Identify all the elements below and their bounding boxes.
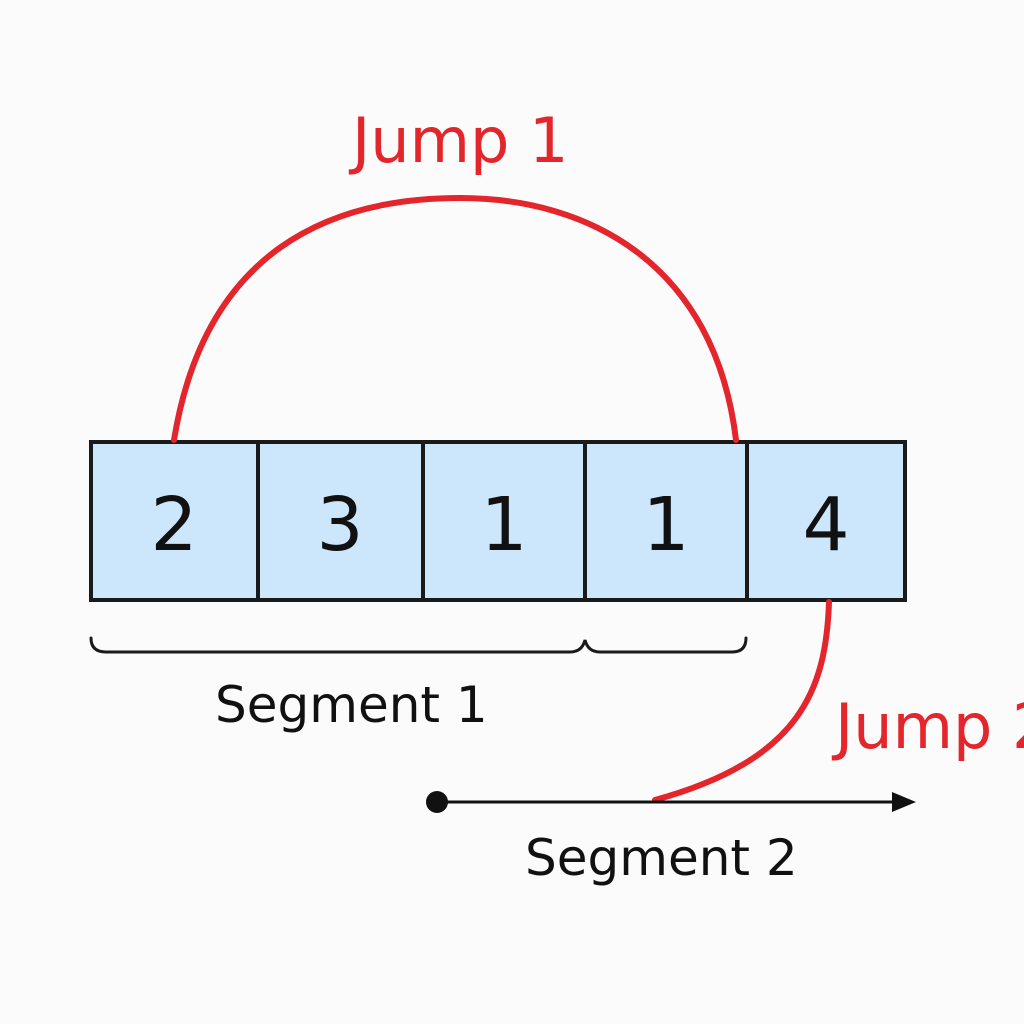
array-cell: 2 [89,440,260,602]
array-cell-value: 2 [150,482,197,568]
array-cell: 4 [745,440,907,602]
array-cell-box [745,440,907,602]
segment-1-label: Segment 1 [215,676,488,734]
array-cell-value: 3 [316,482,363,568]
array-cell-value: 1 [642,482,689,568]
segment-1-brace [89,636,748,654]
array-cell-box [256,440,425,602]
array-cell-value: 1 [480,482,527,568]
jump-1-arc [171,194,739,443]
array-cell-box [421,440,587,602]
array-cell: 1 [421,440,587,602]
array-cell-box [89,440,260,602]
jump-2-label: Jump 2 [831,690,1024,763]
segment-2-arrowhead [892,792,916,812]
array-cell: 3 [256,440,425,602]
array-row: 2 3 1 1 4 [89,440,907,602]
segment-2-label: Segment 2 [525,829,798,887]
array-cell: 1 [583,440,749,602]
array-cell-value: 4 [802,482,849,568]
jump-2-curve [652,599,832,803]
jump-1-label: Jump 1 [348,104,569,177]
